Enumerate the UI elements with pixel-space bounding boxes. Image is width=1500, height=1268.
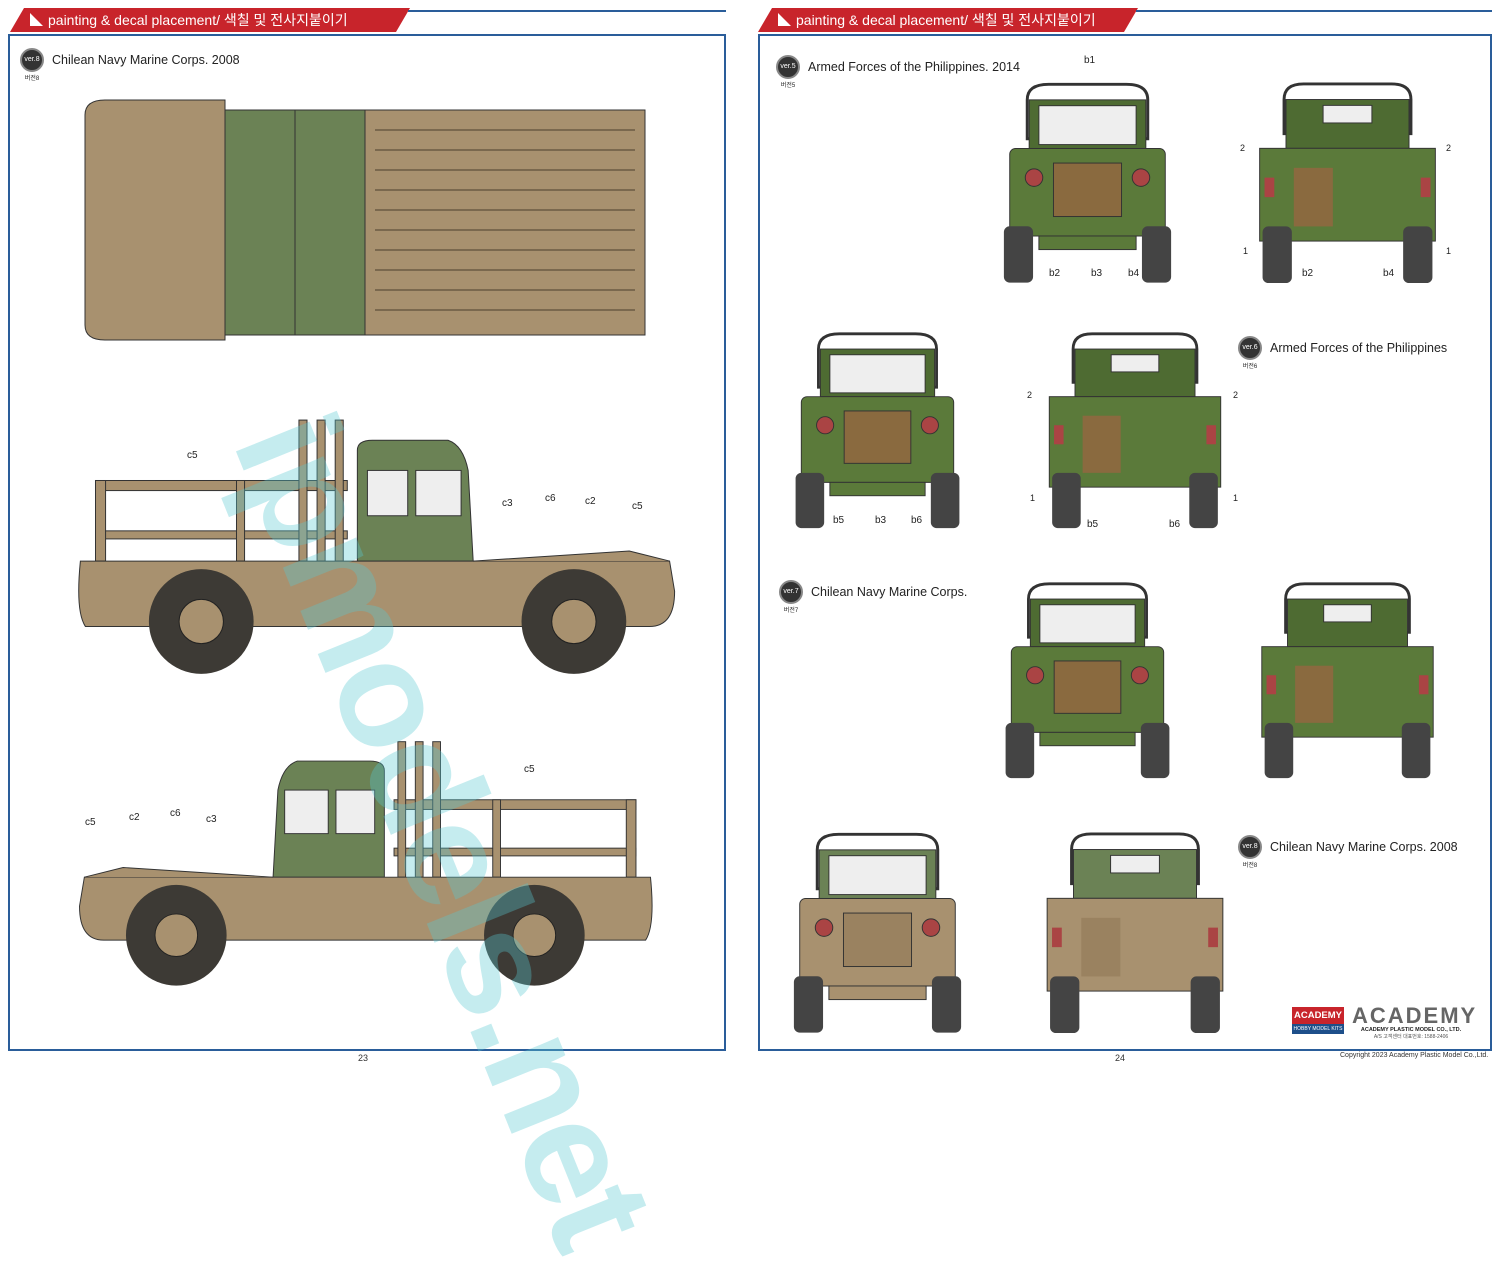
ver8-front-view [790, 830, 965, 1035]
badge-korean: 버전6 [1242, 364, 1258, 370]
callout-c5: c5 [187, 450, 198, 461]
version-title: Chilean Navy Marine Corps. 2008 [1270, 840, 1458, 854]
page-frame [8, 34, 726, 1051]
badge-label: ver.7 [779, 580, 803, 604]
section-banner: painting & decal placement/ 색칠 및 전사지붙이기 [758, 8, 1138, 32]
callout-b3: b3 [875, 515, 887, 526]
version-title: Armed Forces of the Philippines [1270, 341, 1448, 355]
marker-2: 2 [1446, 143, 1452, 153]
page-24: painting & decal placement/ 색칠 및 전사지붙이기 … [750, 0, 1500, 1065]
banner-title: painting & decal placement/ 색칠 및 전사지붙이기 [48, 12, 348, 28]
ver7-front-view [1000, 580, 1175, 780]
callout-b6: b6 [1169, 519, 1181, 530]
version-header: ver.6 버전6 Armed Forces of the Philippines [1238, 336, 1447, 370]
ver6-rear-view [1020, 330, 1250, 530]
copyright: Copyright 2023 Academy Plastic Model Co.… [1340, 1052, 1489, 1059]
page-23: painting & decal placement/ 색칠 및 전사지붙이기 … [0, 0, 735, 1065]
version-badge: ver.6 버전6 [1238, 336, 1262, 370]
callout-b6: b6 [911, 515, 923, 526]
badge-label: ver.6 [1238, 336, 1262, 360]
version-header: ver.7 버전7 Chilean Navy Marine Corps. [779, 580, 967, 614]
callout-c2: c2 [585, 496, 596, 507]
page-frame [758, 34, 1492, 1051]
triangle-icon [30, 13, 43, 26]
version-title: Armed Forces of the Philippines. 2014 [808, 60, 1020, 74]
marker-2: 2 [1027, 390, 1033, 400]
section-banner: painting & decal placement/ 색칠 및 전사지붙이기 [10, 8, 410, 32]
version-badge: ver.8 버전8 [1238, 835, 1262, 869]
version-badge: ver.8 버전8 [20, 48, 44, 82]
service-number: A/S 고객센터 대표번호: 1588-2406 [1373, 1034, 1449, 1040]
callout-b4: b4 [1128, 268, 1140, 279]
ver5-rear-view [1235, 80, 1460, 285]
callout-c3: c3 [502, 498, 513, 509]
badge-label: ver.8 [20, 48, 44, 72]
badge-korean: 버전8 [1242, 863, 1258, 869]
callout-b5: b5 [833, 515, 845, 526]
marker-2: 2 [1233, 390, 1239, 400]
badge-label: ver.5 [776, 55, 800, 79]
marker-2: 2 [1240, 143, 1246, 153]
callout-c3: c3 [206, 814, 217, 825]
version-badge: ver.5 버전5 [776, 55, 800, 89]
callout-c6: c6 [170, 808, 181, 819]
callout-b5: b5 [1087, 519, 1099, 530]
marker-1: 1 [1446, 246, 1452, 256]
callout-c5: c5 [524, 764, 535, 775]
triangle-icon [778, 13, 791, 26]
callout-b3: b3 [1091, 268, 1103, 279]
callout-c6: c6 [545, 493, 556, 504]
callout-b2: b2 [1049, 268, 1061, 279]
marker-1: 1 [1030, 493, 1036, 503]
callout-b4: b4 [1383, 268, 1395, 279]
callout-c2: c2 [129, 812, 140, 823]
version-title: Chilean Navy Marine Corps. 2008 [52, 53, 240, 67]
logo-text: ACADEMY [1352, 1003, 1478, 1028]
version-header: ver.8 버전8 Chilean Navy Marine Corps. 2008 [20, 48, 240, 82]
logo-subtext: HOBBY MODEL KITS [1292, 1024, 1344, 1034]
callout-b1: b1 [1084, 55, 1096, 66]
vehicle-top-view [65, 95, 665, 345]
badge-korean: 버전5 [780, 83, 796, 89]
ver5-front-view [1000, 80, 1175, 285]
version-header: ver.8 버전8 Chilean Navy Marine Corps. 2008 [1238, 835, 1458, 869]
callout-c5: c5 [85, 817, 96, 828]
banner-line [408, 10, 726, 12]
callout-c5: c5 [632, 501, 643, 512]
ver8-rear-view [1020, 830, 1250, 1035]
version-header: ver.5 버전5 Armed Forces of the Philippines.… [776, 55, 1020, 89]
marker-1: 1 [1233, 493, 1239, 503]
badge-label: ver.8 [1238, 835, 1262, 859]
banner-title: painting & decal placement/ 색칠 및 전사지붙이기 [796, 12, 1096, 28]
banner-line [1136, 10, 1492, 12]
logo-text: ACADEMY [1292, 1007, 1344, 1024]
marker-1: 1 [1243, 246, 1249, 256]
ver6-front-view [790, 330, 965, 530]
ver7-rear-view [1235, 580, 1460, 780]
page-number: 24 [1115, 1053, 1126, 1063]
callout-b2: b2 [1302, 268, 1314, 279]
version-badge: ver.7 버전7 [779, 580, 803, 614]
badge-korean: 버전8 [24, 76, 40, 82]
version-title: Chilean Navy Marine Corps. [811, 585, 968, 599]
badge-korean: 버전7 [783, 608, 799, 614]
company-name: ACADEMY PLASTIC MODEL CO., LTD. [1360, 1027, 1462, 1033]
page-number: 23 [358, 1053, 369, 1063]
